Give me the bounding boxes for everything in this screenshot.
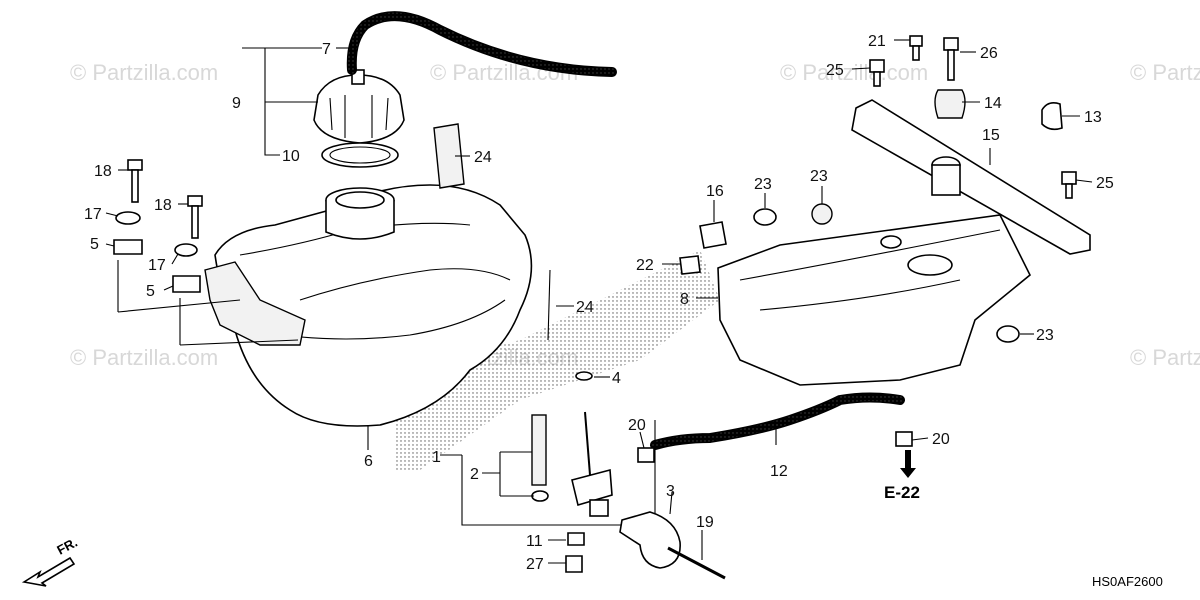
callout-9: 9 [232, 95, 241, 112]
callout-6: 6 [364, 453, 373, 470]
callout-27: 27 [526, 556, 544, 573]
dotted-shade-region [395, 250, 720, 470]
watermark-text: © Partzilla.com [70, 345, 218, 370]
callout-20: 20 [628, 417, 646, 434]
rubber-strap-lower-part[interactable] [547, 269, 551, 341]
callout-12: 12 [770, 463, 788, 480]
callout-25: 25 [1096, 175, 1114, 192]
bracket-valve-assembly [440, 420, 656, 526]
fuel-cap-part[interactable] [313, 69, 405, 144]
breather-tube-fill [348, 12, 616, 76]
callout-17: 17 [84, 206, 102, 223]
o-ring-2[interactable] [531, 490, 549, 502]
screw-19[interactable] [667, 546, 726, 580]
callout-1: 1 [432, 449, 441, 466]
bolt-25-right[interactable] [1061, 171, 1077, 185]
rubber-mount-14[interactable] [934, 89, 966, 119]
grommet-5-right[interactable] [172, 275, 201, 293]
fuel-valve-rod [584, 411, 591, 476]
callout-5: 5 [90, 236, 99, 253]
cap-gasket-inner [329, 146, 391, 164]
fuel-hose-fill [651, 394, 904, 449]
clip-22[interactable] [679, 255, 701, 275]
watermark-text: © Partzilla.com [1130, 345, 1200, 370]
callout-23: 23 [810, 168, 828, 185]
callout-24: 24 [474, 149, 492, 166]
bolt-25-right-shank [1065, 183, 1073, 199]
reference-arrow [900, 450, 916, 478]
watermark-text: © Partzilla.com [1130, 60, 1200, 85]
callout-11: 11 [526, 533, 543, 550]
callout-18: 18 [94, 163, 112, 180]
callout-23: 23 [1036, 327, 1054, 344]
collar-17-left[interactable] [115, 211, 141, 225]
bolt-18-left[interactable] [127, 159, 143, 203]
watermark-text: © Partzilla.com [780, 60, 928, 85]
strainer-screen-2[interactable] [531, 414, 547, 486]
callout-21: 21 [868, 33, 886, 50]
callout-22: 22 [636, 257, 654, 274]
bolt-26-shank [947, 49, 955, 81]
washer-4[interactable] [575, 371, 593, 381]
bracket-7-9-10 [242, 47, 322, 156]
tank-stay-15[interactable] [851, 99, 1091, 255]
tank-mount-bracket[interactable] [204, 261, 306, 346]
bolt-25-top-shank [873, 71, 881, 87]
collar-17-right[interactable] [174, 243, 198, 257]
diagram-code: HS0AF2600 [1092, 574, 1163, 589]
callout-2: 2 [470, 466, 479, 483]
bracket-grommets [117, 260, 299, 346]
grommet-5-left[interactable] [113, 239, 143, 255]
nut-11[interactable] [567, 532, 585, 546]
callout-18: 18 [154, 197, 172, 214]
bolt-21-shank [912, 45, 920, 61]
callout-25: 25 [826, 62, 844, 79]
front-arrow-icon [21, 556, 76, 587]
callout-3: 3 [666, 483, 675, 500]
tank-stay-boss [931, 164, 961, 196]
clip-16[interactable] [699, 221, 727, 249]
valve-knob-3[interactable] [619, 511, 681, 569]
callout-20: 20 [932, 431, 950, 448]
bolt-18-right[interactable] [187, 195, 203, 239]
clip-13[interactable] [1041, 102, 1063, 131]
front-marker-label: FR. [54, 535, 80, 558]
leader-lines [105, 39, 1093, 564]
grommet-23-a[interactable] [753, 208, 777, 226]
screw-27[interactable] [565, 555, 583, 573]
fuel-tank-part[interactable] [214, 184, 533, 427]
callout-15: 15 [982, 127, 1000, 144]
callout-17: 17 [148, 257, 166, 274]
hose-clamp-20-left[interactable] [637, 447, 655, 463]
callout-24: 24 [576, 299, 594, 316]
reference-label: E-22 [884, 483, 920, 502]
fuel-valve-outlet[interactable] [589, 499, 609, 517]
callout-19: 19 [696, 514, 714, 531]
callout-8: 8 [680, 291, 689, 308]
bolt-26[interactable] [943, 37, 959, 51]
callout-26: 26 [980, 45, 998, 62]
callout-14: 14 [984, 95, 1002, 112]
rubber-strap-upper-part[interactable] [433, 123, 465, 189]
callout-5: 5 [146, 283, 155, 300]
front-direction-indicator: FR. [21, 535, 80, 587]
fuel-valve-body[interactable] [571, 468, 613, 507]
grommet-23-c[interactable] [996, 325, 1020, 343]
callout-7: 7 [322, 41, 331, 58]
callout-4: 4 [612, 370, 621, 387]
grommet-23-b[interactable] [811, 203, 833, 225]
callout-labels: 7 9 10 24 18 17 5 18 17 5 6 24 4 1 2 20 … [84, 33, 1114, 573]
callout-16: 16 [706, 183, 724, 200]
callout-23: 23 [754, 176, 772, 193]
bolt-25-top[interactable] [869, 59, 885, 73]
watermark-text: © Partzilla.com [70, 60, 218, 85]
hose-clamp-20-right[interactable] [895, 431, 913, 447]
bolt-21[interactable] [909, 35, 923, 47]
callout-13: 13 [1084, 109, 1102, 126]
callout-10: 10 [282, 148, 300, 165]
under-tray-part-8[interactable] [717, 214, 1032, 386]
